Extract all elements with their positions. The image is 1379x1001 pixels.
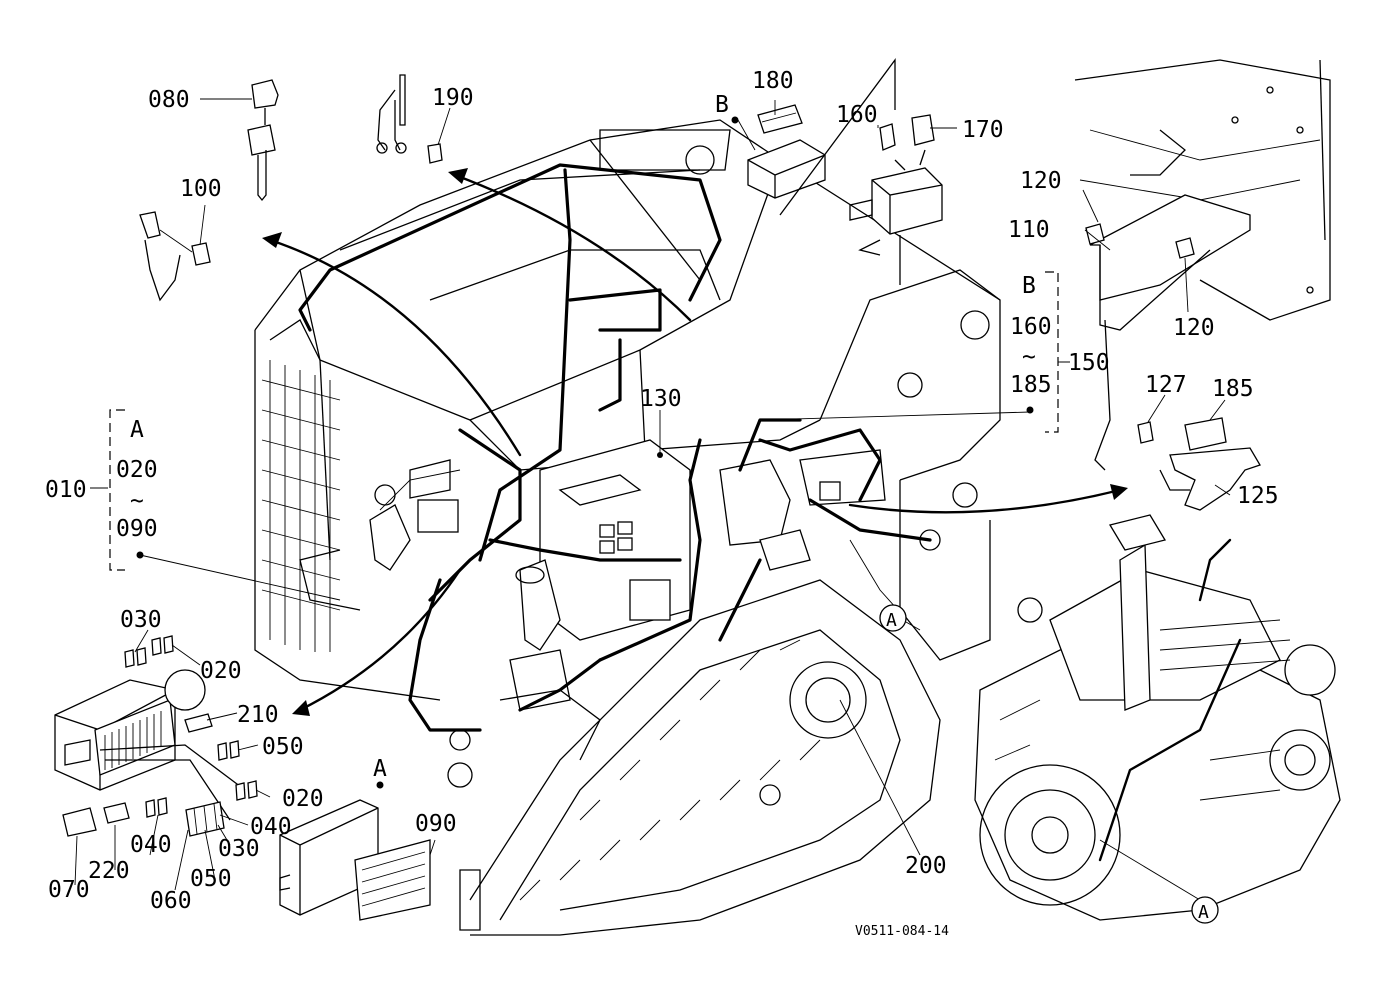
fuses bbox=[62, 635, 258, 837]
relay-160-170 bbox=[849, 114, 943, 285]
callout-030-top: 030 bbox=[120, 607, 162, 633]
callout-050-top: 050 bbox=[262, 734, 304, 760]
callout-060: 060 bbox=[150, 888, 192, 914]
callout-030-bottom: 030 bbox=[218, 836, 260, 862]
callout-090: 090 bbox=[415, 811, 457, 837]
group-a-tilde: ~ bbox=[130, 488, 144, 514]
callout-070: 070 bbox=[48, 877, 90, 903]
joystick-right bbox=[509, 559, 571, 711]
cover-180 bbox=[747, 104, 826, 199]
marker-a-panel: A bbox=[373, 756, 387, 782]
group-a-from: 020 bbox=[116, 457, 158, 483]
group-b-from: 160 bbox=[1010, 314, 1052, 340]
callout-190: 190 bbox=[432, 85, 474, 111]
leader-lines bbox=[74, 98, 1231, 901]
group-a-to: 090 bbox=[116, 516, 158, 542]
marker-b: B bbox=[715, 92, 729, 118]
callout-050-bottom: 050 bbox=[190, 866, 232, 892]
center-unit bbox=[539, 439, 691, 641]
marker-a-circle-1 bbox=[879, 604, 907, 632]
callout-020-top: 020 bbox=[200, 658, 242, 684]
group-a-letter: A bbox=[130, 417, 144, 443]
bracket-group-a bbox=[109, 409, 144, 571]
marker-a-circle-2-text: A bbox=[1198, 902, 1209, 923]
callout-010: 010 bbox=[45, 477, 87, 503]
bracket-160-box bbox=[779, 58, 896, 216]
dot-130 bbox=[657, 452, 663, 458]
callout-170: 170 bbox=[962, 117, 1004, 143]
marker-a-circle-2 bbox=[1191, 896, 1219, 924]
engine bbox=[974, 514, 1341, 921]
callout-120-top: 120 bbox=[1020, 168, 1062, 194]
joystick-left bbox=[299, 459, 459, 611]
ground-wire-100 bbox=[139, 211, 211, 302]
group-b-letter: B bbox=[1022, 273, 1036, 299]
callout-185: 185 bbox=[1212, 376, 1254, 402]
callout-040-right: 040 bbox=[250, 814, 292, 840]
ground-wire-190 bbox=[376, 74, 443, 164]
callout-160: 160 bbox=[836, 102, 878, 128]
dot-b1 bbox=[731, 116, 739, 124]
callout-110: 110 bbox=[1008, 217, 1050, 243]
group-b-to: 185 bbox=[1010, 372, 1052, 398]
callout-220: 220 bbox=[88, 858, 130, 884]
fuse-box bbox=[54, 669, 246, 821]
grille bbox=[261, 360, 341, 652]
callout-127: 127 bbox=[1145, 372, 1187, 398]
cab-frame bbox=[254, 119, 1001, 701]
callout-040-left: 040 bbox=[130, 832, 172, 858]
bracket-110 bbox=[1085, 129, 1251, 471]
dot-a-panel bbox=[376, 781, 384, 789]
drawing-code: V0511-084-14 bbox=[855, 924, 949, 939]
callout-080: 080 bbox=[148, 87, 190, 113]
bracket-125 bbox=[1137, 417, 1261, 511]
callout-100: 100 bbox=[180, 176, 222, 202]
relay-cluster bbox=[447, 449, 941, 788]
callout-125: 125 bbox=[1237, 483, 1279, 509]
callout-210: 210 bbox=[237, 702, 279, 728]
callout-200: 200 bbox=[905, 853, 947, 879]
crawler-track bbox=[459, 579, 941, 936]
bracket-group-b bbox=[1026, 271, 1070, 433]
cover-090 bbox=[279, 799, 431, 921]
relay-080 bbox=[247, 79, 279, 202]
leader-arrows bbox=[262, 168, 1128, 716]
callout-labels: 080 190 100 180 160 170 120 110 120 150 … bbox=[45, 68, 1279, 939]
wiring-harness bbox=[298, 163, 932, 732]
callout-120-bottom: 120 bbox=[1173, 315, 1215, 341]
group-b-tilde: ~ bbox=[1022, 344, 1036, 370]
callout-130: 130 bbox=[640, 386, 682, 412]
callout-150: 150 bbox=[1068, 350, 1110, 376]
marker-a-circle-1-text: A bbox=[886, 610, 897, 631]
callout-180: 180 bbox=[752, 68, 794, 94]
callout-020-bottom: 020 bbox=[282, 786, 324, 812]
